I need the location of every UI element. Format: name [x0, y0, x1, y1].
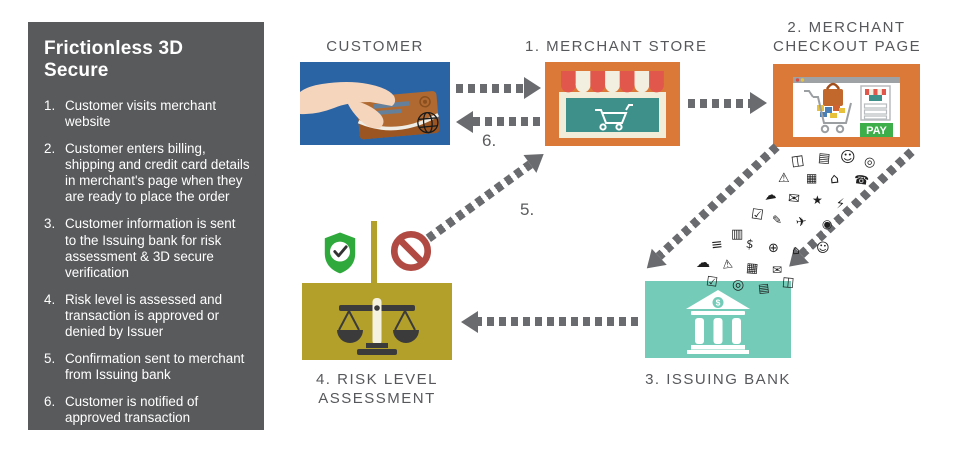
warning-icon: ⚠	[778, 171, 790, 186]
customer-node	[300, 62, 450, 145]
user2-icon: ☺	[815, 240, 831, 257]
checkout-page-icon: PAY	[773, 64, 920, 147]
database2-icon: ▤	[757, 280, 771, 296]
monitor-icon: ◫	[789, 152, 806, 170]
step-text: Customer information is sent to the Issu…	[65, 216, 236, 280]
step-number: 4.	[44, 291, 56, 307]
approve-shield	[321, 230, 359, 275]
sidebar-title: Frictionless 3D Secure	[44, 38, 184, 81]
bolt-icon: ⚡	[835, 196, 846, 213]
dollar-icon: $	[745, 236, 755, 252]
plus-circle-icon: ⊕	[768, 241, 779, 256]
browser-bar-icon	[793, 77, 900, 83]
pay-button-label: PAY	[866, 125, 887, 137]
step-number: 1.	[44, 98, 56, 113]
step-item: 4. Risk level is assessed and transaction…	[44, 292, 250, 340]
step-text: Customer is notified of approved transac…	[65, 394, 199, 426]
step-number: 5.	[44, 351, 56, 367]
envelope2-icon: ✉	[772, 263, 783, 277]
step-number: 2.	[44, 141, 56, 157]
data-icon-cloud: ◫▤☺◎▦⌂☎⚠☁✉★⚡☑✎✈◉▥≡$⊕⌂☺☁⚠▦✉☑◎▤◫	[678, 146, 892, 304]
arrow-store-to-customer	[456, 110, 540, 134]
arrow-risk-to-store	[421, 144, 551, 247]
cloud-icon: ☁	[762, 187, 778, 203]
plane-icon: ✈	[795, 214, 808, 231]
customer-card-icon	[300, 62, 450, 145]
merchant-store-label: 1. MERCHANT STORE	[525, 38, 708, 55]
step-item: 2. Customer enters billing, shipping and …	[44, 141, 250, 205]
hand-icon	[300, 82, 396, 129]
scales-icon	[302, 283, 452, 360]
step-number: 6.	[44, 394, 56, 410]
merchant-store-node	[545, 62, 680, 146]
arrow-bank-to-risk	[461, 310, 638, 334]
storefront-icon	[545, 62, 680, 146]
home-icon: ⌂	[791, 242, 801, 258]
step-text: Customer enters billing, shipping and cr…	[65, 141, 250, 205]
pencil-icon: ✎	[772, 213, 783, 227]
grid-icon: ▦	[806, 171, 818, 185]
globe-icon	[417, 111, 439, 134]
flow-label-5: 5.	[520, 200, 535, 219]
database-icon: ▤	[817, 150, 831, 167]
arrow-store-to-checkout	[688, 91, 767, 115]
rows-icon: ▥	[731, 227, 744, 242]
step-item: 3. Customer information is sent to the Is…	[44, 216, 250, 280]
pay-button: PAY	[860, 123, 893, 137]
phone-icon: ☎	[853, 172, 870, 188]
awning-icon	[561, 71, 664, 93]
issuing-bank-label: 3. ISSUING BANK	[645, 371, 791, 388]
bank-building-icon: $	[645, 281, 791, 358]
envelope-icon: ✉	[787, 190, 801, 208]
checkout-label: 2. MERCHANT CHECKOUT PAGE	[773, 19, 922, 55]
menu-icon: ≡	[710, 236, 724, 254]
step-text: Customer visits merchant website	[65, 98, 217, 130]
cart-full-icon	[804, 82, 852, 134]
risk-label: 4. RISK LEVEL ASSESSMENT	[315, 371, 439, 407]
cart-icon	[595, 104, 633, 131]
step-item: 6. Customer is notified of approved trans…	[44, 394, 250, 426]
step-item: 5. Confirmation sent to merchant from Iss…	[44, 351, 250, 383]
step-number: 3.	[44, 216, 56, 232]
sidebar: Frictionless 3D Secure 1. Customer visits…	[28, 22, 264, 430]
grid2-icon: ▦	[745, 260, 759, 277]
issuing-bank-node: $	[645, 281, 791, 358]
checkbox2-icon: ☑	[705, 274, 719, 291]
checkbox-icon: ☑	[749, 206, 765, 224]
globe2-icon: ◎	[732, 277, 745, 293]
customer-label: CUSTOMER	[326, 38, 424, 55]
shield-check-icon	[324, 232, 356, 274]
flow-label-6: 6.	[482, 131, 497, 150]
bank-icon: ⌂	[829, 170, 840, 188]
cloud2-icon: ☁	[696, 255, 710, 271]
arrow-customer-to-store	[456, 76, 541, 100]
prohibition-icon	[390, 230, 432, 272]
bank-dollar-icon: $	[716, 298, 721, 308]
order-form-icon	[860, 85, 891, 121]
risk-stem	[371, 221, 377, 284]
target-icon: ◉	[821, 216, 834, 232]
window2-icon: ◫	[781, 274, 795, 291]
sidebar-steps: 1. Customer visits merchant website 2. Cus…	[44, 98, 250, 426]
warning2-icon: ⚠	[721, 256, 734, 272]
step-text: Confirmation sent to merchant from Issui…	[65, 351, 245, 383]
risk-assessment-node	[302, 283, 452, 360]
globe-icon: ◎	[862, 154, 877, 171]
user-icon: ☺	[840, 148, 856, 166]
deny-sign	[390, 230, 432, 272]
step-item: 1. Customer visits merchant website	[44, 98, 250, 130]
checkout-node: PAY	[773, 64, 920, 147]
star-icon: ★	[812, 193, 823, 207]
step-text: Risk level is assessed and transaction i…	[65, 291, 223, 339]
